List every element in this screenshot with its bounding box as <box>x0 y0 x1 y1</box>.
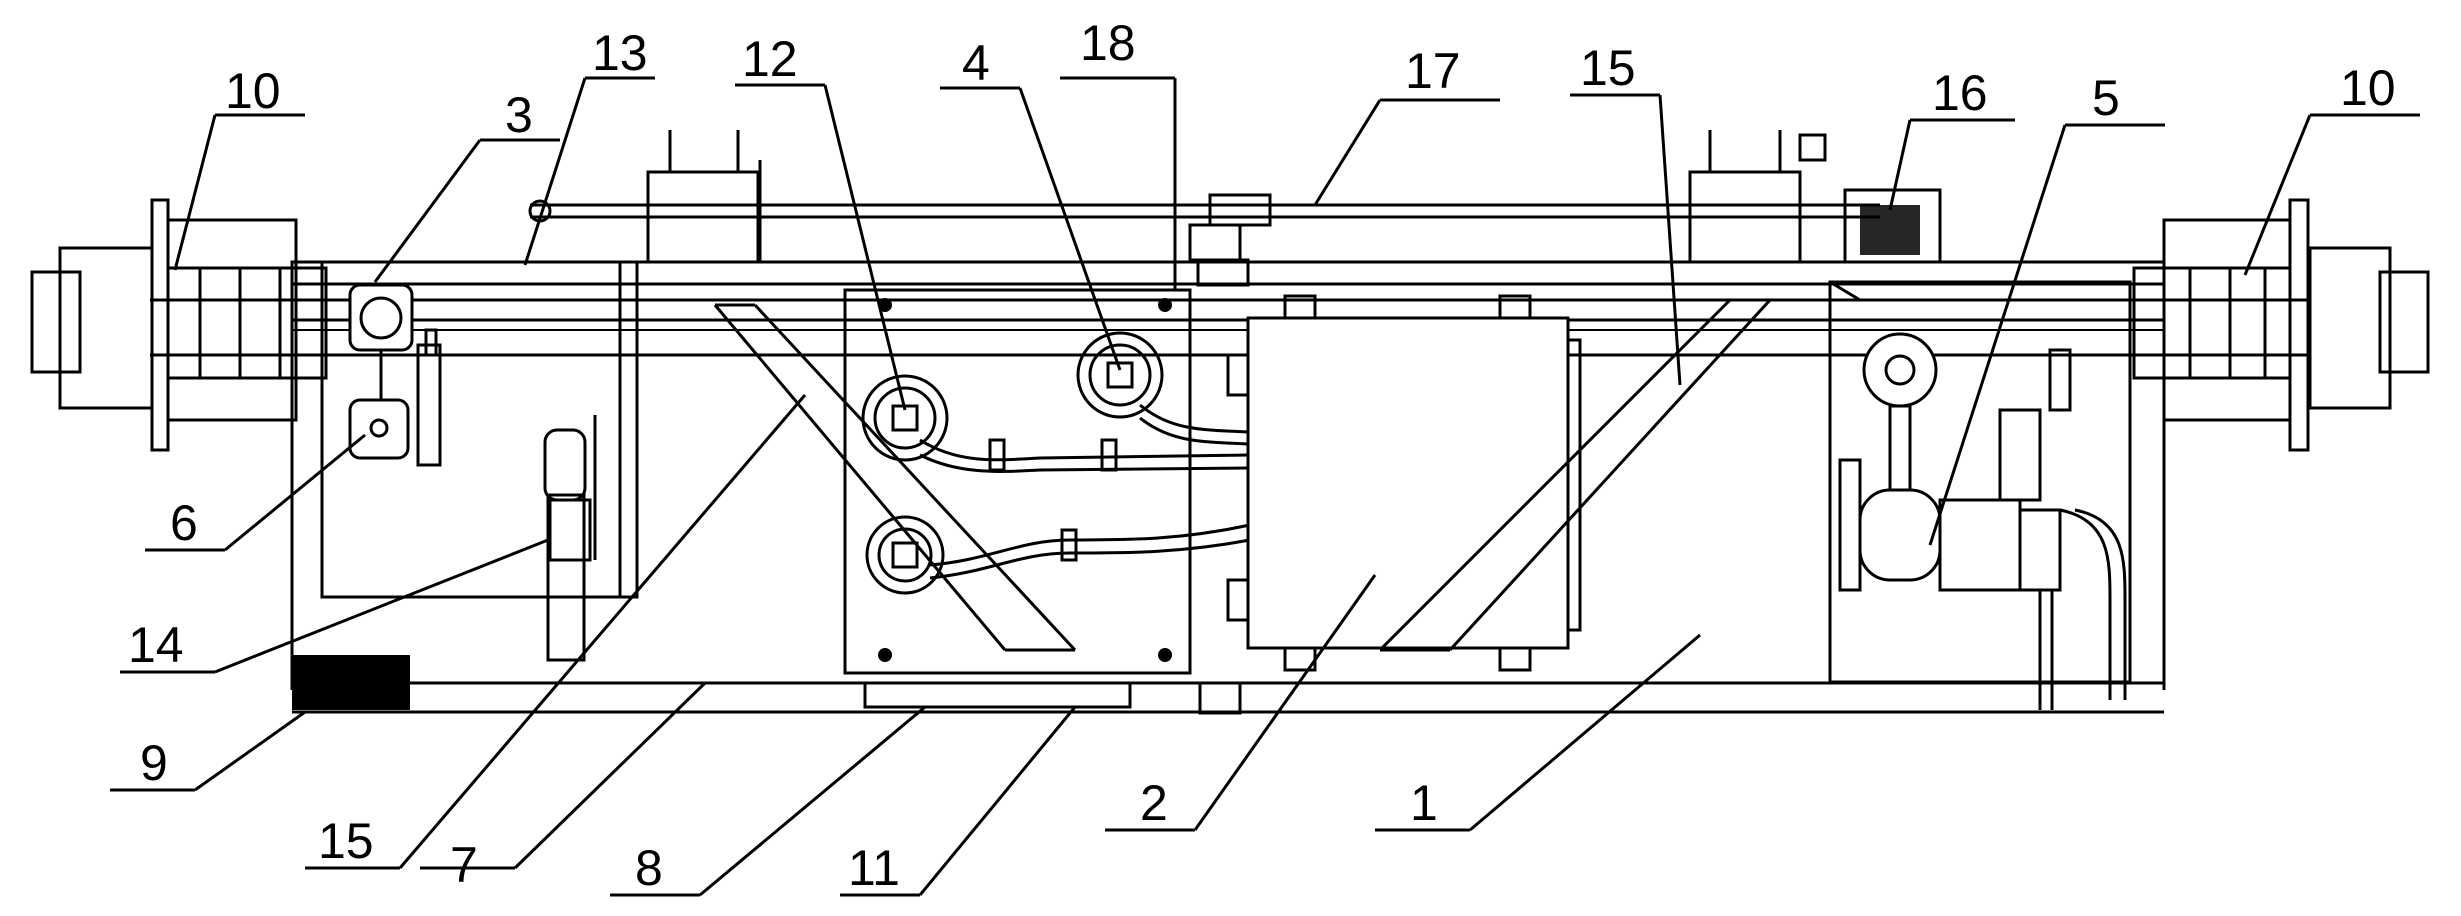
top-rail <box>528 193 1880 287</box>
left-diagonal-duct <box>713 303 1077 652</box>
pump-5 <box>1838 332 2127 710</box>
callout-13: 13 <box>592 25 648 81</box>
callout-7: 7 <box>450 837 478 893</box>
callout-14: 14 <box>128 617 184 673</box>
control-box <box>1226 294 1582 672</box>
bottom-strip <box>863 681 1242 715</box>
valve-14 <box>543 415 597 662</box>
callout-15-left: 15 <box>318 813 374 869</box>
callout-10-right: 10 <box>2340 60 2396 116</box>
right-compartment <box>1828 280 2132 684</box>
center-panel <box>843 288 1192 675</box>
callout-9: 9 <box>140 735 168 791</box>
corner-block <box>292 655 410 710</box>
callout-15-right: 15 <box>1580 40 1636 96</box>
callout-8: 8 <box>635 840 663 896</box>
callout-4: 4 <box>962 35 990 91</box>
right-diagonal-duct <box>1378 298 1772 652</box>
left-hub-assembly <box>30 198 328 452</box>
pump-6 <box>348 328 442 467</box>
callout-17: 17 <box>1405 43 1461 99</box>
left-compartment <box>320 260 639 599</box>
callout-12: 12 <box>742 31 798 87</box>
callout-6: 6 <box>170 495 198 551</box>
callout-5: 5 <box>2092 70 2120 126</box>
gauge-4 <box>1076 331 1164 419</box>
callout-1: 1 <box>1410 775 1438 831</box>
callout-18: 18 <box>1080 15 1136 71</box>
leader-lines <box>110 76 2420 897</box>
gauge-lower <box>865 515 945 595</box>
callout-2: 2 <box>1140 775 1168 831</box>
left-top-bracket <box>646 130 762 264</box>
right-hub-assembly <box>2132 198 2430 452</box>
callout-16: 16 <box>1932 65 1988 121</box>
drive-motor <box>1843 188 1942 264</box>
callout-labels: 10 3 13 12 4 18 17 15 16 5 10 6 14 9 15 … <box>128 15 2396 896</box>
callout-11: 11 <box>848 840 900 896</box>
callout-10-left: 10 <box>225 63 281 119</box>
gauge-tubing <box>919 403 1251 580</box>
pump-3 <box>348 283 414 400</box>
callout-3: 3 <box>505 87 533 143</box>
gauge-12 <box>861 374 949 462</box>
right-top-bracket <box>1688 130 1827 264</box>
